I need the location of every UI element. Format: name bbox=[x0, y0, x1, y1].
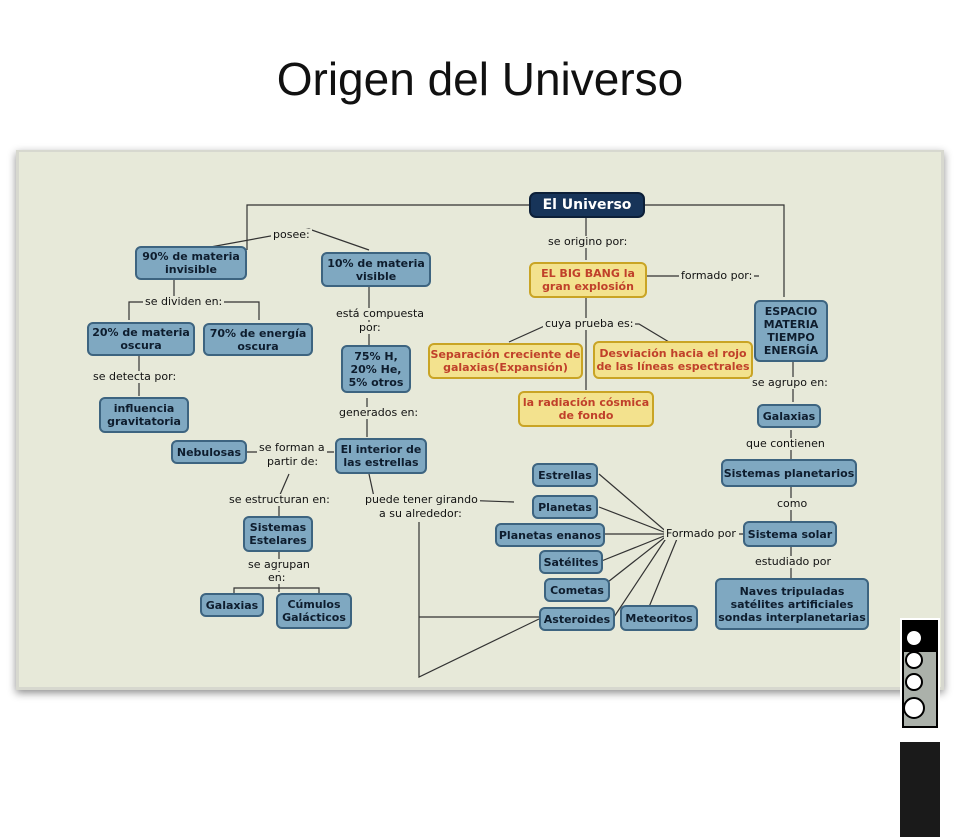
node-radiacion-cosmica: la radiación cósmica de fondo bbox=[518, 391, 654, 427]
link-cuya-prueba: cuya prueba es: bbox=[543, 317, 636, 330]
link-formado-por-2: Formado por bbox=[664, 527, 738, 540]
link-como: como bbox=[775, 497, 810, 510]
node-materia-invisible: 90% de materia invisible bbox=[135, 246, 247, 280]
node-interior-estrellas: El interior de las estrellas bbox=[335, 438, 427, 474]
node-materia-oscura: 20% de materia oscura bbox=[87, 322, 195, 356]
link-girando-2: a su alrededor: bbox=[377, 507, 464, 520]
node-sistemas-planetarios: Sistemas planetarios bbox=[721, 459, 857, 487]
node-espacio-materia: ESPACIO MATERIA TIEMPO ENERGÍA bbox=[754, 300, 828, 362]
node-nebulosas: Nebulosas bbox=[171, 440, 247, 464]
link-estudiado-por: estudiado por bbox=[753, 555, 834, 568]
node-cumulos-galacticos: Cúmulos Galácticos bbox=[276, 593, 352, 629]
node-separacion-galaxias: Separación creciente de galaxias(Expansi… bbox=[428, 343, 583, 379]
node-sistema-solar: Sistema solar bbox=[743, 521, 837, 547]
node-planetas: Planetas bbox=[532, 495, 598, 519]
link-se-forman-2: partir de: bbox=[265, 455, 321, 468]
node-estrellas: Estrellas bbox=[532, 463, 598, 487]
node-el-universo: El Universo bbox=[529, 192, 645, 218]
link-se-dividen: se dividen en: bbox=[143, 295, 225, 308]
link-girando-1: puede tener girando bbox=[363, 493, 480, 506]
node-sistemas-estelares: Sistemas Estelares bbox=[243, 516, 313, 552]
link-se-origino: se origino por: bbox=[546, 235, 630, 248]
node-satelites: Satélites bbox=[539, 550, 603, 574]
slide-title: Origen del Universo bbox=[276, 53, 684, 105]
node-asteroides: Asteroides bbox=[539, 607, 615, 631]
node-composicion-h-he: 75% H, 20% He, 5% otros bbox=[341, 345, 411, 393]
link-compuesta-2: por: bbox=[357, 321, 383, 334]
node-meteoritos: Meteoritos bbox=[620, 605, 698, 631]
link-se-forman-1: se forman a bbox=[257, 441, 327, 454]
link-compuesta-1: está compuesta bbox=[334, 307, 427, 320]
link-se-agrupan-1: se agrupan bbox=[246, 558, 312, 571]
link-posee: posee: bbox=[271, 228, 312, 241]
node-materia-visible: 10% de materia visible bbox=[321, 252, 431, 287]
node-influencia-gravitatoria: influencia gravitatoria bbox=[99, 397, 189, 433]
link-se-detecta: se detecta por: bbox=[91, 370, 179, 383]
node-cometas: Cometas bbox=[544, 578, 610, 602]
node-desviacion-rojo: Desviación hacia el rojo de las líneas e… bbox=[593, 341, 753, 379]
link-se-agrupo: se agrupo en: bbox=[750, 376, 830, 389]
cc-license-icon bbox=[903, 622, 936, 726]
node-galaxias-right: Galaxias bbox=[757, 404, 821, 428]
link-formado-por: formado por: bbox=[679, 269, 755, 282]
node-galaxias-left: Galaxias bbox=[200, 593, 264, 617]
creative-commons-badge bbox=[900, 618, 940, 730]
node-energia-oscura: 70% de energía oscura bbox=[203, 323, 313, 356]
gobierno-de-canarias-logo bbox=[900, 742, 940, 837]
link-se-agrupan-2: en: bbox=[266, 571, 288, 584]
node-big-bang: EL BIG BANG la gran explosión bbox=[529, 262, 647, 298]
link-generados: generados en: bbox=[337, 406, 421, 419]
link-se-estructuran: se estructuran en: bbox=[227, 493, 332, 506]
node-naves-sondas: Naves tripuladas satélites artificiales … bbox=[715, 578, 869, 630]
link-que-contienen: que contienen bbox=[744, 437, 827, 450]
node-planetas-enanos: Planetas enanos bbox=[495, 523, 605, 547]
concept-map: El Universo 90% de materia invisible 10%… bbox=[19, 152, 941, 837]
